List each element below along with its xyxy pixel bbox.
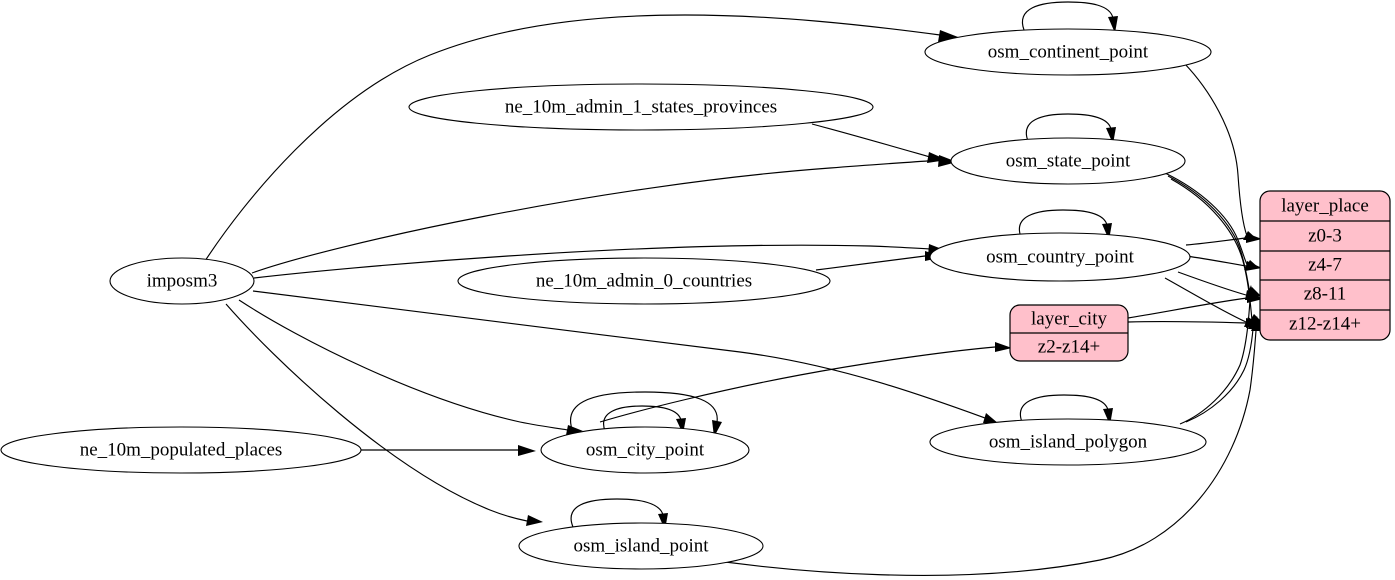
node-osm-island-point[interactable]: osm_island_point [518, 522, 764, 570]
record-layer-city-header: layer_city [1031, 308, 1107, 329]
self-loop-osm-continent-point [1021, 1, 1118, 33]
record-layer-place-row-z8-11[interactable]: z8-11 [1304, 283, 1347, 304]
record-layer-place-row-z0-3[interactable]: z0-3 [1308, 225, 1342, 246]
node-osm-state-point-label: osm_state_point [1006, 150, 1131, 171]
node-osm-country-point[interactable]: osm_country_point [929, 232, 1191, 282]
node-ne-populated-label: ne_10m_populated_places [80, 439, 283, 460]
node-osm-island-polygon-label: osm_island_polygon [989, 431, 1148, 452]
edge-imposm3-to-osm-island-point [225, 303, 543, 526]
edge-layer-city-to-layer-place-z8-11 [1127, 293, 1263, 319]
record-layer-place[interactable]: layer_place z0-3 z4-7 z8-11 z12-z14+ [1259, 190, 1391, 341]
edge-osm-country-point-to-layer-place-z0-3 [1185, 233, 1262, 246]
edge-imposm3-to-osm-state-point [251, 155, 957, 274]
edge-imposm3-to-osm-city-point [238, 299, 583, 435]
record-layer-city[interactable]: layer_city z2-z14+ [1009, 304, 1129, 362]
node-ne-10m-admin-0-countries[interactable]: ne_10m_admin_0_countries [457, 257, 831, 305]
edge-osm-city-point-to-layer-city [599, 342, 1012, 423]
node-osm-continent-point[interactable]: osm_continent_point [924, 28, 1212, 76]
edge-ne-states-to-osm-state-point [811, 123, 947, 163]
edge-osm-country-point-to-layer-place-z4-7 [1185, 255, 1262, 271]
node-osm-country-point-label: osm_country_point [986, 246, 1134, 267]
node-imposm3-label: imposm3 [147, 270, 218, 291]
node-osm-city-point-label: osm_city_point [586, 439, 705, 460]
node-imposm3[interactable]: imposm3 [109, 257, 255, 305]
record-layer-place-row-z12-z14[interactable]: z12-z14+ [1289, 313, 1361, 334]
record-layer-city-row-z2-z14[interactable]: z2-z14+ [1038, 336, 1100, 357]
edge-osm-island-point-to-layer-place-z12-z14 [696, 316, 1261, 576]
node-osm-city-point[interactable]: osm_city_point [540, 426, 750, 474]
edge-imposm3-to-osm-island-polygon [252, 290, 999, 424]
edge-osm-island-polygon-to-layer-place-z8-11 [1179, 285, 1255, 425]
edge-ne-countries-to-osm-country-point [815, 251, 943, 271]
node-ne-states-label: ne_10m_admin_1_states_provinces [505, 96, 777, 117]
edge-ne-populated-to-osm-city-point [360, 445, 536, 456]
node-ne-10m-populated-places[interactable]: ne_10m_populated_places [0, 426, 362, 474]
record-layer-place-row-z4-7[interactable]: z4-7 [1308, 254, 1342, 275]
node-osm-island-polygon[interactable]: osm_island_polygon [929, 418, 1207, 466]
node-ne-countries-label: ne_10m_admin_0_countries [536, 270, 752, 291]
node-osm-continent-point-label: osm_continent_point [988, 41, 1149, 62]
node-layer: imposm3 ne_10m_admin_1_states_provinces … [0, 28, 1391, 570]
node-osm-island-point-label: osm_island_point [573, 535, 709, 556]
record-layer-place-header: layer_place [1281, 195, 1369, 216]
edge-imposm3-to-osm-continent-point [204, 14, 958, 262]
node-ne-10m-admin-1-states-provinces[interactable]: ne_10m_admin_1_states_provinces [408, 83, 874, 131]
node-osm-state-point[interactable]: osm_state_point [950, 137, 1186, 185]
